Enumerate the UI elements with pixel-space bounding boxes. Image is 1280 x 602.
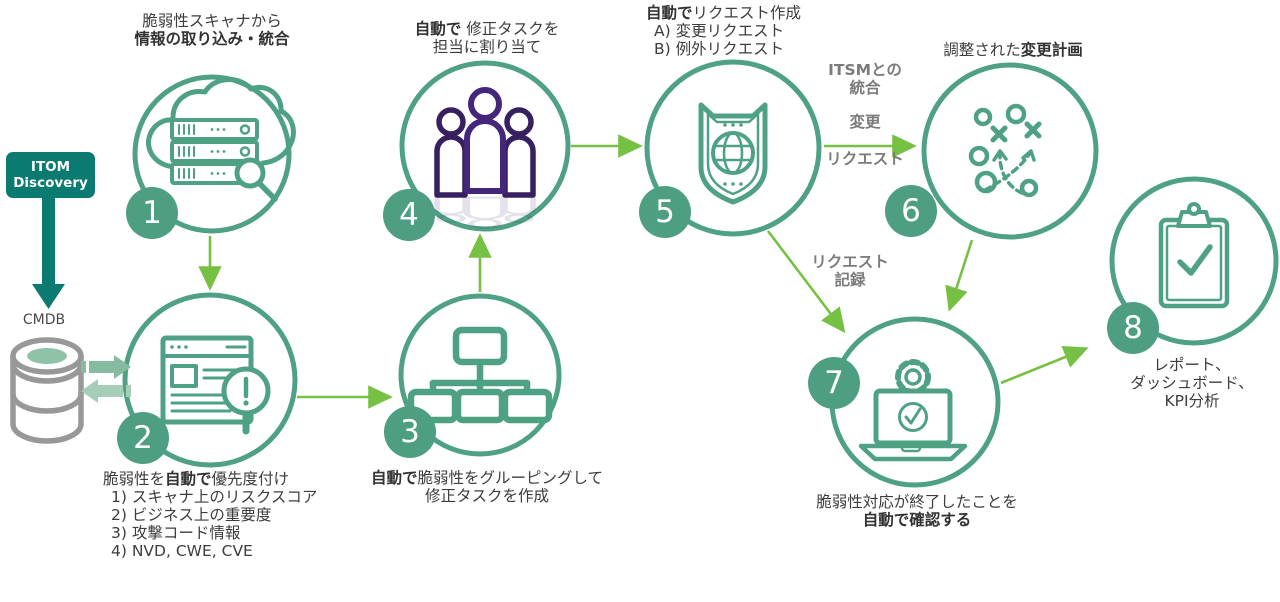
step6-caption: 調整された変更計画 [893,41,1133,59]
exchange-arrow-right [81,355,131,379]
step2-caption-item4: 4) NVD, CWE, CVE [111,542,253,560]
step1-caption-line2: 情報の取り込み・統合 [134,30,290,48]
request-record-line2: 記録 [834,271,866,289]
strategy-plan-icon [968,103,1042,198]
step2-caption: 脆弱性を自動で優先度付け 1) スキャナ上のリスクスコア 2) ビジネス上の重要… [103,470,353,560]
step2-caption-line1-post: 優先度付け [211,470,290,488]
step4-caption-line1: 自動で 修正タスクを [367,20,607,38]
step2-caption-line1-bold: 自動で [165,470,212,488]
team-people-icon [434,87,536,229]
itom-to-cmdb-arrow [32,196,65,309]
step2-caption-line1: 脆弱性を自動で優先度付け [103,470,353,488]
step4-caption: 自動で 修正タスクを 担当に割り当て [367,20,607,56]
step2-caption-item3: 3) 攻撃コード情報 [111,524,241,542]
step2-caption-item2: 2) ビジネス上の重要度 [111,506,272,524]
step4-caption-line2: 担当に割り当て [432,38,542,56]
arrow-step7-to-step8 [1000,345,1089,385]
cloud-servers-scan-icon [145,77,296,202]
arrow-step5-to-step7 [766,230,846,334]
step1-badge: 1 [126,187,178,239]
step1-caption-line1: 脆弱性スキャナから [142,12,282,30]
step8-caption-line1: レポート、 [1153,356,1231,374]
flow-arrows [198,134,1089,409]
itsm-integration-line2: 統合 [849,79,881,97]
step3-caption-line1-post: 脆弱性をグルーピングして [417,469,604,487]
database-exchange-arrows [81,355,131,403]
cmdb-label: CMDB [22,312,66,328]
step7-caption: 脆弱性対応が終了したことを 自動で確認する [785,493,1049,529]
step7-caption-line2: 自動で確認する [862,511,972,529]
step2-caption-line1-pre: 脆弱性を [103,470,166,488]
step3-caption: 自動で脆弱性をグルーピングして 修正タスクを作成 [355,469,619,505]
itsm-integration-line1: ITSMとの [828,61,902,79]
step8-badge: 8 [1107,302,1159,354]
step5-caption-item1: A) 変更リクエスト [654,22,785,40]
step3-caption-line1: 自動で脆弱性をグルーピングして [355,469,619,487]
itom-box-line2: Discovery [13,175,88,191]
step5-caption: 自動でリクエスト作成 A) 変更リクエスト B) 例外リクエスト [646,4,856,58]
step6-caption-line1-bold: 変更計画 [1020,41,1083,59]
step7-badge: 7 [808,357,860,409]
step3-caption-line1-bold: 自動で [370,469,418,487]
step4-badge: 4 [383,189,435,241]
step1-caption: 脆弱性スキャナから 情報の取り込み・統合 [92,12,332,48]
step8-caption-line3: KPI分析 [1164,392,1220,410]
step6-caption-line1-pre: 調整された [943,41,1021,59]
step5-caption-line1-post: リクエスト作成 [692,4,802,22]
step7-caption-line1: 脆弱性対応が終了したことを [816,493,1018,511]
step3-caption-line2: 修正タスクを作成 [424,487,549,505]
clipboard-check-icon [1158,202,1230,309]
step6-circle [921,62,1099,240]
database-icon [10,337,84,444]
laptop-gear-check-icon [858,359,968,462]
itom-discovery-box: ITOM Discovery [6,152,95,198]
step2-badge: 2 [117,412,169,464]
browser-vulnerability-scan-icon [160,335,271,435]
request-record-line1: リクエスト [811,253,889,271]
exchange-arrow-left [81,379,131,403]
itom-box-line1: ITOM [30,159,71,175]
shield-globe-icon [698,102,768,205]
step5-caption-line1-bold: 自動で [646,4,693,22]
change-request-label-top: 変更 [849,113,881,131]
itsm-integration-label: ITSMとの 統合 [806,61,924,97]
step2-caption-item1: 1) スキャナ上のリスクスコア [111,488,318,506]
step6-badge: 6 [885,185,937,237]
step5-caption-line1: 自動でリクエスト作成 [646,4,856,22]
step3-badge: 3 [384,406,436,458]
change-request-label-bottom: リクエスト [826,150,904,168]
step4-caption-line1-bold: 自動で [414,20,462,38]
step8-caption: レポート、 ダッシュボード、 KPI分析 [1092,356,1280,410]
step8-caption-line2: ダッシュボード、 [1130,374,1254,392]
arrow-step6-to-step7 [945,239,974,312]
step5-badge: 5 [639,186,691,238]
request-record-label: リクエスト 記録 [788,253,912,289]
step4-caption-line1-post: 修正タスクを [461,20,560,38]
step6-caption-line1: 調整された変更計画 [893,41,1133,59]
step5-caption-item2: B) 例外リクエスト [654,40,785,58]
